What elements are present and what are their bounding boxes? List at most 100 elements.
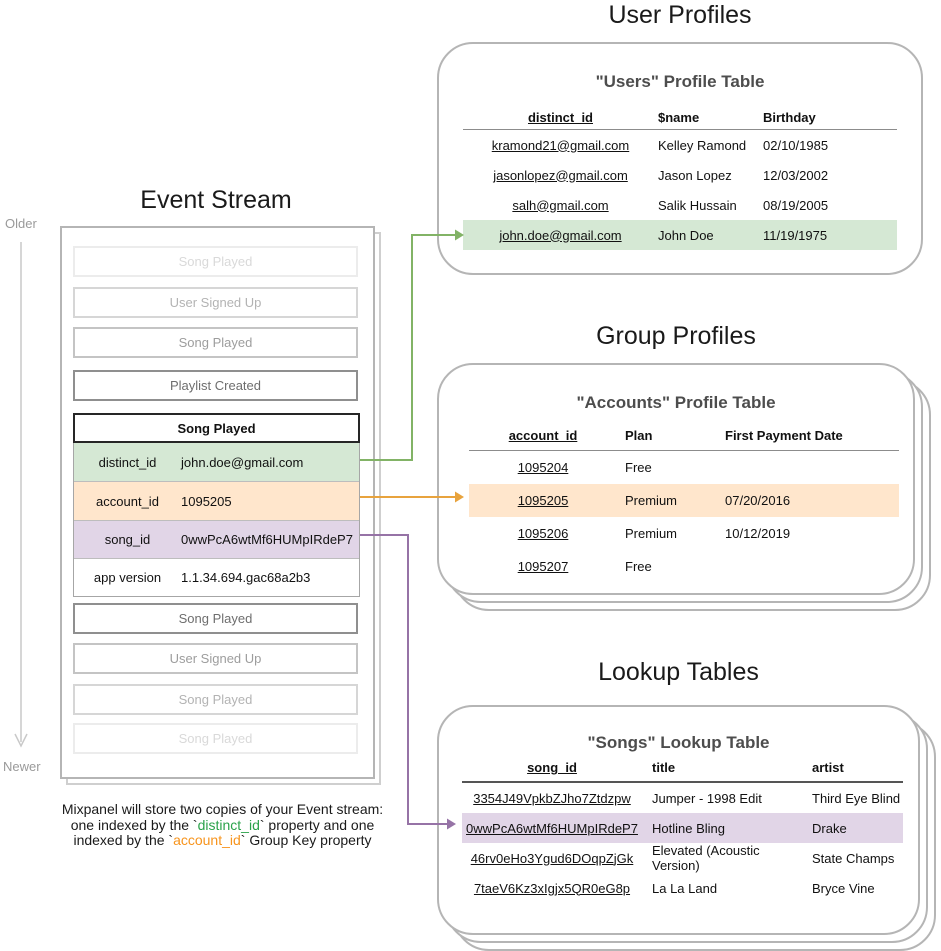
table-row: 46rv0eHo3Ygud6DOqpZjGk Elevated (Acousti… [462,843,903,873]
storage-note: Mixpanel will store two copies of your E… [25,801,420,849]
table-row-highlighted: john.doe@gmail.com John Doe 11/19/1975 [463,220,897,250]
event-row: Playlist Created [73,370,358,401]
event-label: Song Played [178,335,253,350]
property-value: 1095205 [181,493,232,509]
cell-birthday: 08/19/2005 [763,197,829,213]
cell-first-payment-date: 10/12/2019 [725,526,791,541]
event-label: Song Played [178,692,253,707]
cell-artist: State Champs [812,850,895,866]
col-header-first-payment-date: First Payment Date [725,428,843,443]
event-row: Song Played [73,684,358,715]
newer-label: Newer [3,759,41,774]
property-row-account-id: account_id 1095205 [74,482,359,521]
event-row: Song Played [73,603,358,634]
cell-birthday: 11/19/1975 [763,227,828,243]
table-row-highlighted: 1095205 Premium 07/20/2016 [469,484,899,517]
accounts-table-header: account_id Plan First Payment Date [469,421,899,451]
property-value: 0wwPcA6wtMf6HUMpIRdeP7 [181,532,353,547]
users-card: "Users" Profile Table distinct_id $name … [437,42,923,275]
property-row-app-version: app version 1.1.34.694.gac68a2b3 [74,559,359,596]
property-key: app version [93,570,162,585]
cell-account-id: 1095205 [517,493,569,508]
table-row: salh@gmail.com Salik Hussain 08/19/2005 [463,190,897,220]
table-row: 1095204 Free [469,451,899,484]
cell-distinct-id: jasonlopez@gmail.com [493,167,628,183]
property-key: distinct_id [98,454,157,470]
expanded-event-header: Song Played [73,413,360,443]
accounts-table: account_id Plan First Payment Date 10952… [469,421,899,583]
expanded-event-title: Song Played [177,420,256,436]
event-stream-box: Song Played User Signed Up Song Played P… [60,226,375,779]
cell-first-payment-date: 07/20/2016 [725,493,791,508]
cell-artist: Bryce Vine [812,880,875,896]
cell-title: Hotline Bling [652,820,725,836]
cell-artist: Third Eye Blind [812,790,901,806]
lookup-tables-title: Lookup Tables [598,658,759,686]
event-label: Playlist Created [169,378,262,393]
cell-song-id: 46rv0eHo3Ygud6DOqpZjGk [470,850,634,866]
songs-table-title: "Songs" Lookup Table [587,733,770,752]
property-row-song-id: song_id 0wwPcA6wtMf6HUMpIRdeP7 [74,521,359,559]
cell-account-id: 1095204 [517,460,569,475]
cell-artist: Drake [812,820,847,836]
col-header-distinct-id: distinct_id [527,110,593,125]
songs-table-header: song_id title artist [462,754,903,783]
col-header-song-id: song_id [527,760,577,775]
users-table: distinct_id $name Birthday kramond21@gma… [463,106,897,250]
storage-note-line2: one indexed by the `distinct_id` propert… [70,816,375,833]
event-row: User Signed Up [73,287,358,318]
event-stream-title: Event Stream [140,186,292,214]
property-key: account_id [96,493,159,509]
cell-plan: Premium [625,526,678,541]
cell-distinct-id: salh@gmail.com [512,197,609,213]
timeline-arrow [14,242,28,748]
account-id-token: account_id [173,832,241,848]
col-header-artist: artist [812,760,844,775]
cell-distinct-id: john.doe@gmail.com [499,227,622,243]
cell-name: Jason Lopez [658,167,732,183]
property-value: 1.1.34.694.gac68a2b3 [181,570,311,585]
cell-title: La La Land [652,880,718,896]
cell-song-id: 3354J49VpkbZJho7Ztdzpw [473,790,631,806]
cell-song-id: 7taeV6Kz3xIgjx5QR0eG8p [473,880,631,896]
distinct-id-token: distinct_id [197,816,260,833]
cell-plan: Premium [625,493,678,508]
table-row: jasonlopez@gmail.com Jason Lopez 12/03/2… [463,160,897,190]
accounts-table-title: "Accounts" Profile Table [576,393,776,412]
cell-account-id: 1095206 [517,526,569,541]
accounts-card: "Accounts" Profile Table account_id Plan… [437,363,915,595]
expanded-event-card: Song Played distinct_id john.doe@gmail.c… [73,413,360,597]
storage-note-line1: Mixpanel will store two copies of your E… [61,801,384,817]
table-row: kramond21@gmail.com Kelley Ramond 02/10/… [463,130,897,160]
cell-birthday: 12/03/2002 [763,167,829,183]
event-row: Song Played [73,246,358,277]
cell-name: Kelley Ramond [658,137,747,153]
user-profiles-title: User Profiles [608,1,752,29]
cell-song-id: 0wwPcA6wtMf6HUMpIRdeP7 [466,820,638,836]
users-table-title: "Users" Profile Table [595,72,765,91]
event-label: Song Played [178,731,253,746]
cell-plan: Free [625,460,652,475]
event-row: User Signed Up [73,643,358,674]
property-row-distinct-id: distinct_id john.doe@gmail.com [74,443,359,482]
event-row: Song Played [73,327,358,358]
table-row: 3354J49VpkbZJho7Ztdzpw Jumper - 1998 Edi… [462,783,903,813]
event-label: Song Played [178,611,253,626]
songs-card: "Songs" Lookup Table song_id title artis… [437,705,920,935]
group-profiles-title: Group Profiles [596,322,756,350]
table-row-highlighted: 0wwPcA6wtMf6HUMpIRdeP7 Hotline Bling Dra… [462,813,903,843]
event-row: Song Played [73,723,358,754]
col-header-name: $name [658,110,700,125]
property-key: song_id [104,532,151,547]
table-row: 1095207 Free [469,550,899,583]
cell-distinct-id: kramond21@gmail.com [491,137,630,153]
table-row: 1095206 Premium 10/12/2019 [469,517,899,550]
property-value: john.doe@gmail.com [181,454,304,470]
col-header-plan: Plan [625,428,653,443]
older-label: Older [5,216,37,231]
cell-account-id: 1095207 [517,559,569,574]
col-header-birthday: Birthday [763,110,816,125]
cell-name: John Doe [658,227,714,243]
storage-note-line3: indexed by the `account_id` Group Key pr… [73,832,372,848]
